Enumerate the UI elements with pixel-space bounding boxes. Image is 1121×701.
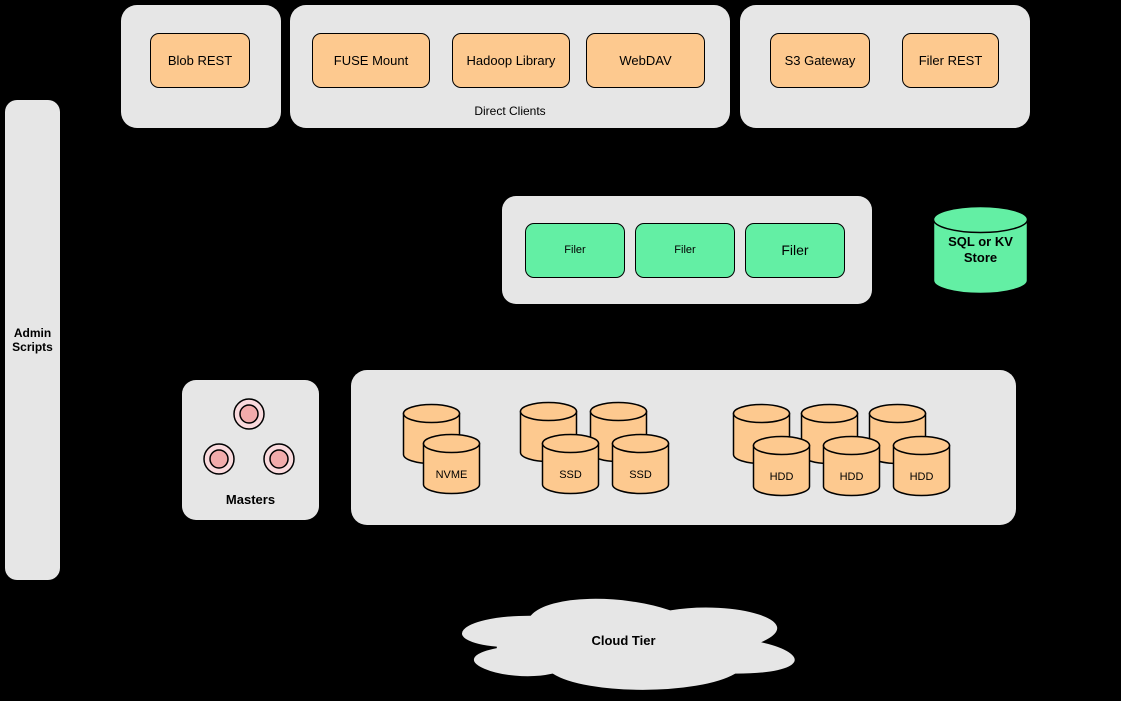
masters-caption: Masters	[225, 492, 276, 507]
node-filer-3: Filer	[745, 223, 845, 278]
master-circle-icon	[203, 443, 235, 475]
gateway-group: S3 Gateway Filer REST	[740, 5, 1030, 128]
node-filer-rest: Filer REST	[902, 33, 999, 88]
hdd-label-1: HDD	[769, 471, 794, 483]
node-filer-1-label: Filer	[564, 243, 586, 256]
hdd-cylinder-front-1: HDD	[752, 435, 811, 497]
direct-clients-caption: Direct Clients	[474, 104, 546, 118]
node-hadoop-library: Hadoop Library	[452, 33, 570, 88]
ssd-label-1: SSD	[559, 469, 582, 481]
drive-cylinder-icon	[892, 435, 951, 497]
node-webdav: WebDAV	[586, 33, 705, 88]
master-node-2	[202, 442, 236, 476]
metadata-store-cylinder: SQL or KV Store	[932, 205, 1029, 295]
cloud-icon	[460, 597, 797, 692]
hdd-label-3: HDD	[909, 471, 934, 483]
hdd-cylinder-front-2: HDD	[822, 435, 881, 497]
node-blob-rest-label: Blob REST	[167, 52, 233, 68]
volume-servers-group: NVME SSD SSD HDD HDD HDD	[351, 370, 1016, 525]
nvme-label: NVME	[435, 469, 468, 481]
drive-cylinder-icon	[541, 433, 600, 495]
nvme-cylinder-front: NVME	[422, 433, 481, 495]
node-webdav-label: WebDAV	[619, 52, 672, 68]
hdd-cylinder-front-3: HDD	[892, 435, 951, 497]
node-blob-rest: Blob REST	[150, 33, 250, 88]
drive-cylinder-icon	[422, 433, 481, 495]
master-node-3	[262, 442, 296, 476]
ssd-label-2: SSD	[629, 469, 652, 481]
node-filer-2: Filer	[635, 223, 735, 278]
drive-cylinder-icon	[611, 433, 670, 495]
admin-scripts-panel: Admin Scripts	[5, 100, 60, 580]
node-fuse-mount: FUSE Mount	[312, 33, 430, 88]
node-filer-3-label: Filer	[781, 242, 809, 259]
drive-cylinder-icon	[752, 435, 811, 497]
metadata-store-label: SQL or KV Store	[948, 233, 1013, 265]
node-filer-1: Filer	[525, 223, 625, 278]
cloud-tier-shape: Cloud Tier	[437, 588, 810, 696]
filer-cluster-group: Filer Filer Filer	[502, 196, 872, 304]
node-hadoop-library-label: Hadoop Library	[466, 52, 556, 68]
node-s3-gateway-label: S3 Gateway	[784, 52, 856, 68]
cloud-tier-label: Cloud Tier	[591, 633, 656, 648]
node-filer-rest-label: Filer REST	[918, 52, 983, 68]
admin-scripts-label: Admin Scripts	[12, 325, 53, 354]
ssd-cylinder-front-2: SSD	[611, 433, 670, 495]
direct-clients-group: FUSE Mount Hadoop Library WebDAV Direct …	[290, 5, 730, 128]
master-circle-icon	[233, 398, 265, 430]
master-circle-icon	[263, 443, 295, 475]
drive-cylinder-icon	[822, 435, 881, 497]
ssd-cylinder-front-1: SSD	[541, 433, 600, 495]
master-node-1	[232, 397, 266, 431]
node-fuse-mount-label: FUSE Mount	[333, 52, 409, 68]
node-filer-2-label: Filer	[674, 243, 696, 256]
database-cylinder-icon	[932, 205, 1029, 295]
node-s3-gateway: S3 Gateway	[770, 33, 870, 88]
masters-group: Masters	[182, 380, 319, 520]
hdd-label-2: HDD	[839, 471, 864, 483]
blob-client-group: Blob REST	[121, 5, 281, 128]
